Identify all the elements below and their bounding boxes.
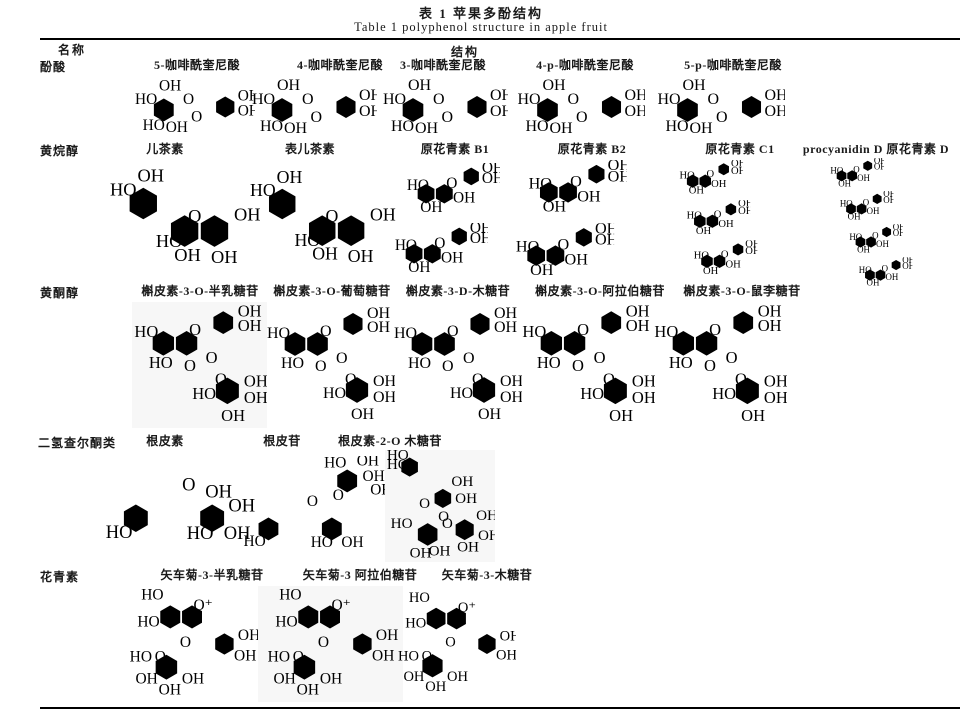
molecule-diagram [392, 302, 522, 428]
compound-label: 根皮苷 [263, 434, 301, 448]
compound-label: 5-p-咖啡酰奎尼酸 [684, 58, 782, 72]
compound-label: 矢车菊-3-半乳糖苷 [160, 568, 264, 582]
structure-cyanidin-galactoside [120, 586, 265, 702]
compound-label: 表儿茶素 [284, 142, 335, 156]
molecule-diagram [383, 76, 508, 138]
compound-label: 儿茶素 [146, 142, 184, 156]
compound-label: procyanidin D 原花青素 D [802, 142, 950, 156]
compound-label: 5-咖啡酰奎尼酸 [154, 58, 240, 72]
structure-quercetin-glucoside [265, 302, 395, 428]
structure-quercetin-arabinoside [520, 302, 655, 428]
compound-label: 矢车菊-3-木糖苷 [441, 568, 533, 582]
structure-5-p-coumaroylquinic-acid [655, 76, 785, 138]
molecule-diagram [265, 302, 395, 428]
molecule-diagram [790, 158, 958, 288]
structure-3-caffeoylquinic-acid [383, 76, 508, 138]
structure-cyanidin-arabinoside [258, 586, 403, 702]
structure-procyanidin-b1 [393, 160, 505, 278]
table-top-rule [40, 38, 960, 40]
structure-quercetin-xyloside [392, 302, 522, 428]
structure-epicatechin [250, 168, 400, 270]
column-header-name: 名称 [58, 43, 87, 57]
molecule-diagram [250, 168, 400, 270]
molecule-diagram [120, 586, 265, 702]
structure-phloretin-xyloside [385, 450, 495, 562]
molecule-diagram [515, 76, 645, 138]
molecule-diagram [398, 586, 516, 702]
compound-label: 根皮素 [146, 434, 184, 448]
structure-cyanidin-xyloside [398, 586, 516, 702]
category-phenolic-acids: 酚酸 [40, 60, 67, 74]
compound-label: 原花青素 B2 [557, 142, 627, 156]
molecule-diagram [252, 76, 377, 138]
molecule-diagram [655, 76, 785, 138]
molecule-diagram [393, 160, 505, 278]
molecule-diagram [648, 160, 788, 276]
compound-label: 槲皮素-3-O-阿拉伯糖苷 [535, 284, 665, 298]
category-flavonols: 黄酮醇 [40, 286, 80, 300]
compound-label: 3-咖啡酰奎尼酸 [400, 58, 486, 72]
compound-label: 根皮素-2-O 木糖苷 [338, 434, 442, 448]
molecule-diagram [132, 302, 267, 428]
table-title-en: Table 1 polyphenol structure in apple fr… [354, 20, 608, 34]
compound-label: 槲皮素-3-O-鼠李糖苷 [683, 284, 801, 298]
table-title-cn: 表 1 苹果多酚结构 [418, 6, 543, 21]
table-bottom-rule [40, 707, 960, 709]
category-dihydrochalcones: 二氢查尔酮类 [38, 436, 117, 450]
structure-procyanidin-d [790, 158, 958, 288]
molecule-diagram [520, 302, 655, 428]
molecule-diagram [652, 302, 787, 428]
compound-label: 4-p-咖啡酰奎尼酸 [536, 58, 634, 72]
molecule-diagram [385, 450, 495, 562]
molecule-diagram [135, 76, 255, 138]
structure-5-caffeoylquinic-acid [135, 76, 255, 138]
category-flavanols: 黄烷醇 [40, 144, 80, 158]
structure-4-p-coumaroylquinic-acid [515, 76, 645, 138]
compound-label: 槲皮素-3-O-葡萄糖苷 [273, 284, 391, 298]
column-header-structure: 结构 [450, 45, 479, 59]
compound-label: 槲皮素-3-D-木糖苷 [405, 284, 511, 298]
molecule-diagram [258, 586, 403, 702]
compound-label: 原花青素 B1 [420, 142, 490, 156]
structure-4-caffeoylquinic-acid [252, 76, 377, 138]
molecule-diagram [110, 168, 265, 270]
category-anthocyanins: 花青素 [40, 570, 80, 584]
molecule-diagram [512, 160, 634, 278]
structure-quercetin-rhamnoside [652, 302, 787, 428]
compound-label: 槲皮素-3-O-半乳糖苷 [141, 284, 259, 298]
compound-label: 原花青素 C1 [705, 142, 775, 156]
structure-procyanidin-b2 [512, 160, 634, 278]
molecule-diagram [228, 456, 403, 552]
structure-procyanidin-c1 [648, 160, 788, 276]
compound-label: 4-咖啡酰奎尼酸 [297, 58, 383, 72]
structure-quercetin-galactoside [132, 302, 267, 428]
structure-phloridzin [228, 456, 403, 552]
structure-catechin [110, 168, 265, 270]
compound-label: 矢车菊-3 阿拉伯糖苷 [302, 568, 418, 582]
